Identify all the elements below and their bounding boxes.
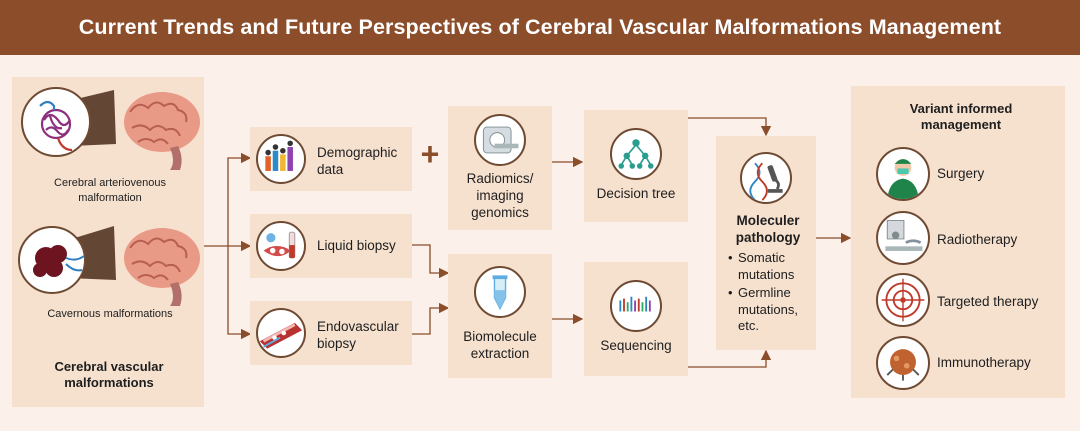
cavernous-label: Cavernous malformations xyxy=(47,308,173,320)
immune-cell-icon xyxy=(876,336,930,390)
arrow-to-demographic xyxy=(204,152,252,247)
pathology-item: •Germline mutations, etc. xyxy=(728,285,798,333)
surgeon-icon xyxy=(876,147,930,201)
mri-scanner-icon xyxy=(474,114,526,166)
liquid-biopsy-label: Liquid biopsy xyxy=(317,238,396,253)
arrow-seq-to-pathology xyxy=(688,349,772,368)
endovascular-icon xyxy=(256,308,306,358)
mgmt-radiotherapy: Radiotherapy xyxy=(937,232,1018,247)
page-title: Current Trends and Future Perspectives o… xyxy=(78,15,1002,39)
radiotherapy-icon xyxy=(876,211,930,265)
sequencing-label: Sequencing xyxy=(600,338,672,353)
title-banner: Current Trends and Future Perspectives o… xyxy=(0,0,1080,55)
pathology-list: •Somatic mutations •Germline mutations, … xyxy=(728,250,814,335)
arrow-endo-to-biomolecule xyxy=(412,302,450,335)
mgmt-surgery: Surgery xyxy=(937,166,985,181)
liquid-biopsy-icon xyxy=(256,221,306,271)
decision-tree-label: Decision tree xyxy=(596,186,676,201)
endovascular-label: Endovascular biopsy xyxy=(317,319,399,351)
demographic-icon xyxy=(256,134,306,184)
arrow-to-endovascular xyxy=(227,246,252,340)
arrow-tree-to-pathology xyxy=(688,117,772,137)
pathology-title: Moleculer pathology xyxy=(735,213,801,245)
mgmt-targeted-therapy: Targeted therapy xyxy=(937,294,1039,309)
target-icon xyxy=(876,273,930,327)
decision-tree-icon xyxy=(610,128,662,180)
sequencing-icon xyxy=(610,280,662,332)
brain-avm-icon xyxy=(21,87,200,170)
tube-icon xyxy=(474,266,526,318)
group-label: Cerebral vascular malformations xyxy=(54,359,164,390)
biomolecule-label: Biomolecule extraction xyxy=(463,329,537,361)
radiomics-label: Radiomics/ imaging genomics xyxy=(466,171,534,220)
demographic-label: Demographic data xyxy=(317,145,398,177)
brain-cavernous-icon xyxy=(18,226,200,306)
mgmt-immunotherapy: Immunotherapy xyxy=(937,355,1031,370)
plus-sign: + xyxy=(420,136,440,172)
arrow-liquid-to-biomolecule xyxy=(412,244,450,279)
pathology-item: •Somatic mutations xyxy=(728,250,795,282)
management-title: Variant informed management xyxy=(909,101,1013,132)
microscope-dna-icon xyxy=(740,152,792,204)
avm-label: Cerebral arteriovenous malformation xyxy=(54,177,166,204)
